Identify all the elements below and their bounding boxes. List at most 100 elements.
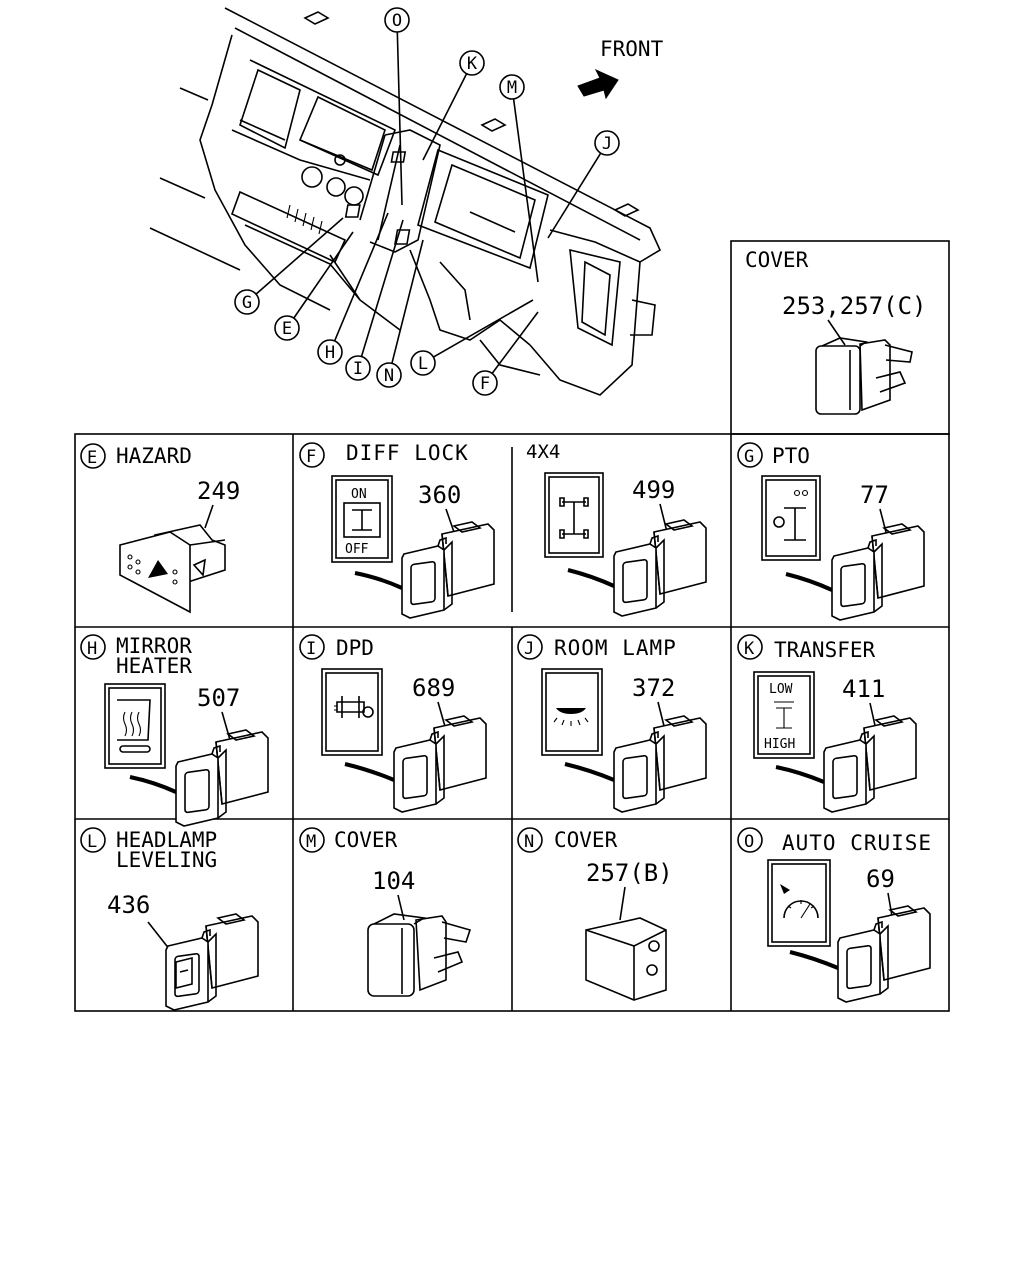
headlamp-leveling-part-number: 436 [107, 891, 150, 919]
diff-lock-part-number: 360 [418, 481, 461, 509]
cover-m-part-number: 104 [372, 867, 415, 895]
svg-text:E: E [87, 448, 97, 468]
room-lamp-symbol-panel [541, 668, 603, 756]
svg-text:L: L [87, 832, 97, 852]
4x4-title: 4X4 [526, 441, 560, 463]
svg-text:M: M [306, 832, 316, 852]
callout-circle [499, 74, 525, 100]
cell-auto-cruise: O AUTO CRUISE 69 [737, 827, 931, 1003]
letter-j-icon: J [517, 634, 543, 660]
callout-circle [317, 339, 343, 365]
headlamp-leveling-title-line2: LEVELING [116, 848, 217, 872]
callout-letter: F [480, 374, 490, 394]
callout-letter: J [602, 134, 612, 154]
dpd-symbol-panel [321, 668, 383, 756]
callout-m: M [499, 74, 539, 283]
cell-hazard: E HAZARD 249 [80, 443, 240, 614]
callout-o: O [384, 7, 410, 206]
letter-k-icon: K [737, 634, 763, 660]
svg-text:O: O [744, 832, 754, 852]
letter-m-icon: M [299, 827, 325, 853]
front-direction-indicator: FRONT [577, 37, 664, 100]
dpd-part-number: 689 [412, 674, 455, 702]
callout-e: E [274, 231, 354, 341]
callout-letter: K [467, 54, 478, 74]
svg-text:H: H [87, 639, 97, 659]
callout-letter: M [507, 78, 517, 98]
auto-cruise-part-number: 69 [866, 865, 895, 893]
mirror-heater-title-line1: MIRROR [116, 634, 192, 658]
cover-c-part-number: 253,257(C) [782, 292, 927, 320]
letter-n-icon: N [517, 827, 543, 853]
cell-mirror-heater: H MIRROR HEATER 507 [80, 634, 269, 827]
front-arrow-icon [577, 68, 619, 100]
cell-pto: G PTO 77 [737, 442, 925, 621]
4x4-symbol-panel [544, 472, 604, 558]
callout-circle [472, 370, 498, 396]
cover-c-title: COVER [745, 248, 809, 272]
room-lamp-title: ROOM LAMP [554, 636, 677, 660]
svg-text:J: J [524, 639, 534, 659]
callout-letter: L [418, 354, 428, 374]
cell-4x4: 4X4 499 [526, 441, 707, 617]
diff-lock-title: DIFF LOCK [346, 441, 469, 465]
letter-h-icon: H [80, 634, 106, 660]
callout-letter: H [325, 343, 335, 363]
auto-cruise-symbol-panel [767, 859, 831, 947]
diff-lock-on-label: ON [351, 487, 367, 502]
dashboard-overview [149, 7, 662, 396]
callout-leader-line [512, 98, 539, 283]
parts-grid [74, 433, 950, 1012]
callout-f: F [472, 311, 539, 396]
hazard-title: HAZARD [116, 444, 192, 468]
callout-letter: I [353, 359, 363, 379]
pto-symbol-panel [761, 475, 821, 561]
mirror-heater-title-line2: HEATER [116, 654, 192, 678]
callout-k: K [422, 50, 485, 161]
transfer-part-number: 411 [842, 675, 885, 703]
cell-dpd: I DPD 689 [299, 634, 487, 813]
callout-leader-line [396, 31, 403, 206]
transfer-symbol-panel: LOW HIGH [753, 671, 815, 759]
headlamp-leveling-title-line1: HEADLAMP [116, 828, 217, 852]
cover-n-part-drawing [585, 917, 667, 1001]
svg-text:G: G [744, 447, 754, 467]
callout-leader-line [433, 299, 534, 358]
cell-headlamp-leveling: L HEADLAMP LEVELING 436 [80, 827, 259, 1011]
cover-n-title: COVER [554, 828, 618, 852]
front-label: FRONT [600, 37, 664, 61]
hazard-part-number: 249 [197, 477, 240, 505]
callout-j: J [547, 130, 620, 239]
callout-leader-line [255, 217, 344, 295]
diff-lock-symbol-panel: ON OFF [331, 475, 393, 563]
cell-transfer: K TRANSFER 411 LOW HIGH [737, 634, 917, 813]
cover-c-part-drawing [815, 337, 913, 415]
callout-circle [376, 362, 402, 388]
callout-leader-line [547, 152, 602, 239]
callout-h: H [317, 212, 389, 365]
pto-part-number: 77 [860, 481, 889, 509]
cover-m-title: COVER [334, 828, 398, 852]
callout-leader-line [333, 212, 389, 342]
cell-room-lamp: J ROOM LAMP 372 [517, 634, 707, 813]
callout-letter: G [242, 293, 252, 313]
room-lamp-part-number: 372 [632, 674, 675, 702]
hazard-switch-drawing [119, 524, 226, 614]
overview-callouts: O K M J G E HI N L F [234, 7, 620, 396]
callout-leader-line [293, 231, 354, 319]
pto-title: PTO [772, 444, 810, 468]
callout-letter: E [282, 319, 292, 339]
letter-f-icon: F [299, 442, 325, 468]
letter-g-icon: G [737, 442, 763, 468]
callout-leader-line [360, 219, 404, 357]
callout-leader-line [422, 73, 468, 161]
cover-c-box: COVER 253,257(C) [730, 240, 950, 435]
callout-i: I [345, 219, 404, 381]
callout-letter: N [384, 366, 394, 386]
mirror-heater-part-number: 507 [197, 684, 240, 712]
mirror-heater-symbol-panel [104, 683, 166, 769]
diff-lock-off-label: OFF [345, 542, 369, 557]
callout-circle [274, 315, 300, 341]
cover-n-part-number: 257(B) [586, 859, 673, 887]
